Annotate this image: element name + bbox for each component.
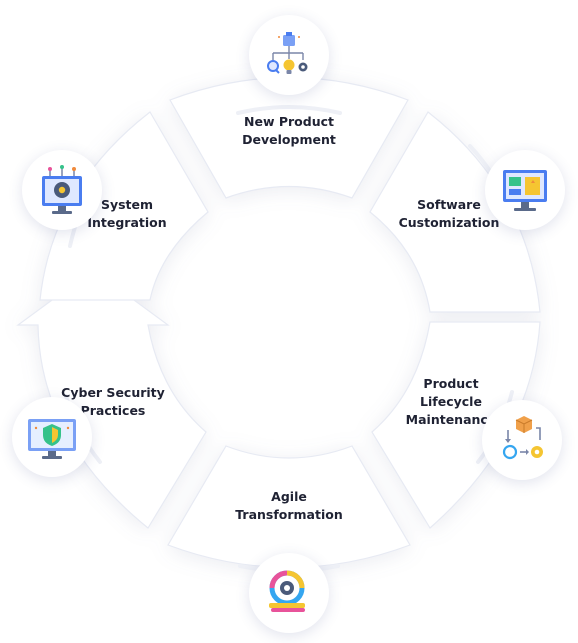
step-label-product-lifecycle-maintenance: Product Lifecycle Maintenance [405, 376, 497, 427]
security-shield-monitor-icon [12, 397, 92, 477]
agile-gear-icon [249, 553, 329, 633]
segment-cyber-security-practices [16, 269, 207, 529]
segment-new-product-development [169, 76, 409, 199]
monitor-dashboard-icon [485, 150, 565, 230]
step-label-cyber-security-practices: Cyber Security Practices [61, 385, 165, 418]
lifecycle-cycle-icon [482, 400, 562, 480]
segment-software-customization [369, 111, 541, 313]
idea-hierarchy-icon [249, 15, 329, 95]
integration-gear-monitor-icon [22, 150, 102, 230]
step-label-new-product-development: New Product Development [242, 114, 336, 147]
segment-system-integration [39, 111, 209, 301]
dash-arc-top [236, 105, 342, 115]
step-label-system-integration: System Integration [87, 197, 167, 230]
segment-product-lifecycle-maintenance [371, 321, 541, 529]
step-label-software-customization: Software Customization [398, 197, 500, 230]
segment-agile-transformation [167, 445, 411, 569]
step-label-agile-transformation: Agile Transformation [235, 489, 343, 522]
